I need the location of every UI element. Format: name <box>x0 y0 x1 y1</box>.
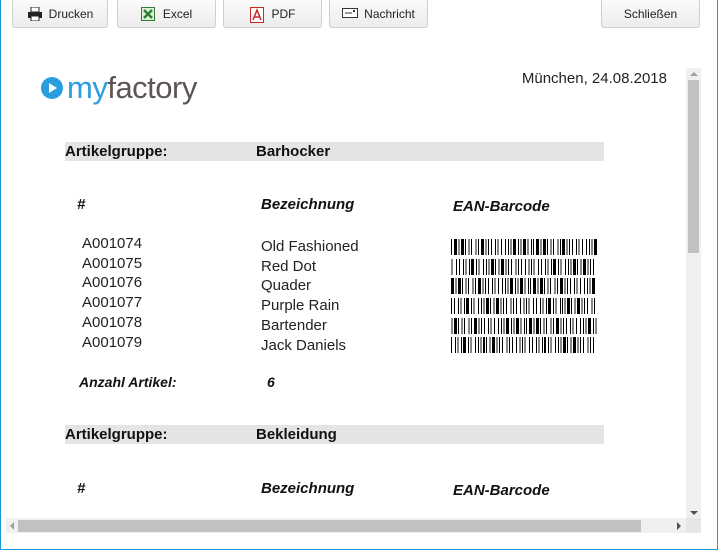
horizontal-scroll-thumb[interactable] <box>18 520 641 532</box>
message-label: Nachricht <box>364 6 415 21</box>
article-name: Jack Daniels <box>261 337 347 354</box>
report-date: München, 24.08.2018 <box>521 70 667 87</box>
play-logo-icon <box>41 77 63 99</box>
article-id: A001075 <box>82 255 143 272</box>
article-name: Purple Rain <box>261 297 340 314</box>
scroll-down-icon[interactable] <box>690 511 698 515</box>
printer-icon <box>27 6 43 21</box>
pdf-icon <box>249 6 266 23</box>
message-button[interactable]: Nachricht <box>329 0 428 28</box>
article-id: A001078 <box>82 314 143 331</box>
article-count-value: 6 <box>267 374 275 390</box>
ean-barcode <box>451 259 597 275</box>
article-name: Quader <box>261 277 312 294</box>
ean-barcode <box>451 337 597 353</box>
print-button[interactable]: Drucken <box>12 0 108 28</box>
toolbar: Drucken Excel PDF Nachricht Schließen <box>1 0 717 30</box>
scroll-up-icon[interactable] <box>690 72 698 76</box>
scroll-right-icon[interactable] <box>677 522 681 530</box>
vertical-scroll-thumb[interactable] <box>688 80 699 253</box>
excel-button[interactable]: Excel <box>117 0 216 28</box>
article-id: A001079 <box>82 334 143 351</box>
group-header-barhocker: Artikelgruppe: Barhocker <box>65 142 604 161</box>
pdf-button[interactable]: PDF <box>223 0 322 28</box>
col-header-barcode: EAN-Barcode <box>453 198 550 215</box>
close-label: Schließen <box>623 6 678 21</box>
ean-barcode <box>451 318 597 334</box>
ean-barcode <box>451 298 598 314</box>
article-count-label: Anzahl Artikel: <box>79 374 177 390</box>
excel-label: Excel <box>162 6 193 21</box>
article-name: Old Fashioned <box>261 238 359 255</box>
col-header-id: # <box>77 480 86 497</box>
col-header-barcode: EAN-Barcode <box>453 482 550 499</box>
group-name: Barhocker <box>256 143 331 160</box>
excel-icon <box>140 6 157 21</box>
print-label: Drucken <box>48 6 94 21</box>
article-id: A001076 <box>82 274 143 291</box>
article-id: A001074 <box>82 235 143 252</box>
group-label: Artikelgruppe: <box>65 426 168 443</box>
article-id: A001077 <box>82 294 143 311</box>
col-header-name: Bezeichnung <box>261 480 355 497</box>
ean-barcode <box>451 278 597 294</box>
article-name: Bartender <box>261 317 327 334</box>
scrollbar-corner <box>686 518 701 533</box>
scroll-left-icon[interactable] <box>10 522 14 530</box>
horizontal-scrollbar[interactable] <box>6 518 686 533</box>
message-icon <box>342 7 359 21</box>
group-label: Artikelgruppe: <box>65 143 168 160</box>
group-name: Bekleidung <box>256 426 337 443</box>
group-header-bekleidung: Artikelgruppe: Bekleidung <box>65 425 604 444</box>
article-name: Red Dot <box>261 258 317 275</box>
ean-barcode <box>451 239 598 255</box>
vertical-scrollbar[interactable] <box>686 68 701 518</box>
col-header-name: Bezeichnung <box>261 196 355 213</box>
col-header-id: # <box>77 196 86 213</box>
pdf-label: PDF <box>271 6 296 21</box>
close-button[interactable]: Schließen <box>601 0 700 28</box>
